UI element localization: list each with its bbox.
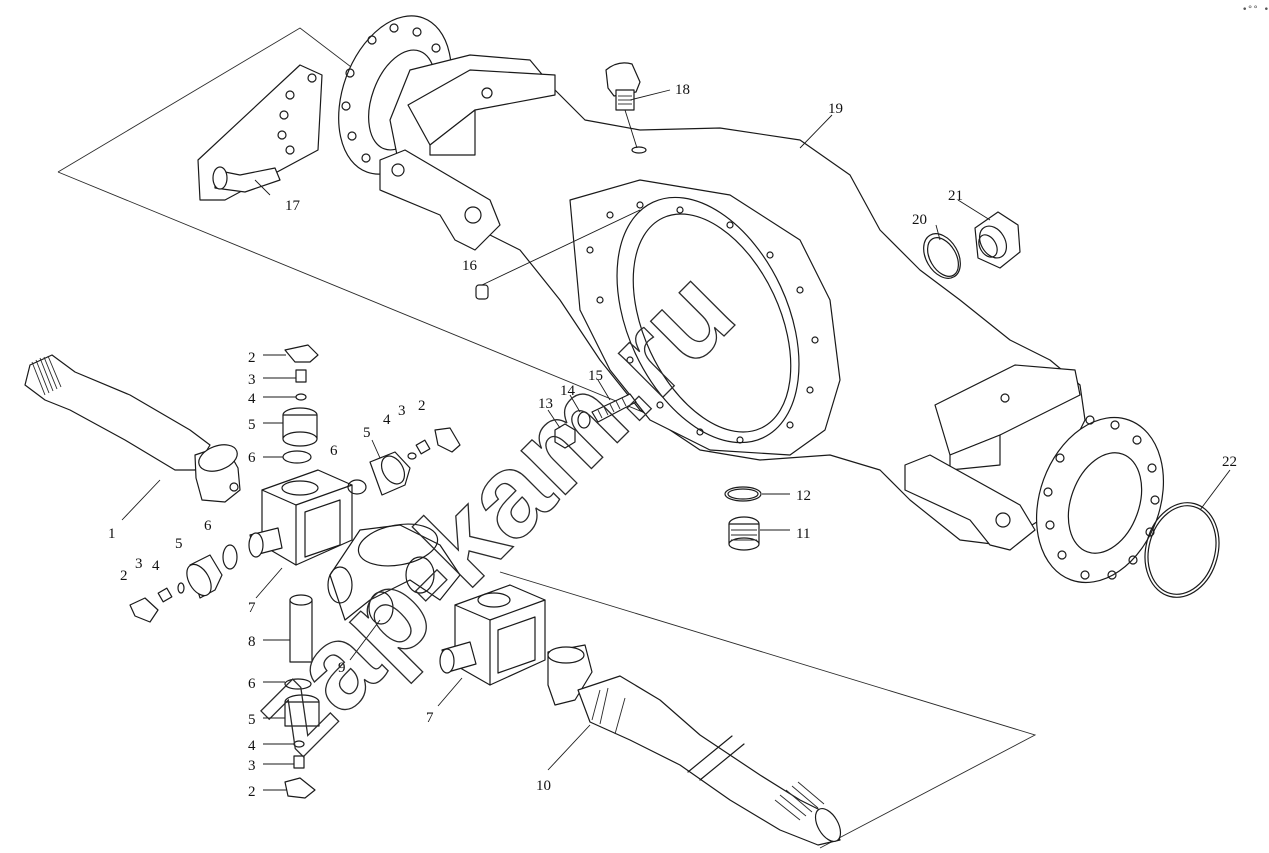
label-5-top: 5 <box>248 417 256 433</box>
o-ring-12 <box>724 486 762 502</box>
label-3-top: 3 <box>248 372 256 388</box>
label-6-left: 6 <box>204 518 212 534</box>
label-5-bottom: 5 <box>248 712 256 728</box>
seal-ring-20 <box>923 233 961 279</box>
label-4-right: 4 <box>383 412 391 428</box>
label-2-right: 2 <box>418 398 426 414</box>
label-2-bottom: 2 <box>248 784 256 800</box>
drain-plug-11 <box>728 516 760 551</box>
label-19: 19 <box>828 101 843 117</box>
label-13: 13 <box>538 396 553 412</box>
label-8: 8 <box>248 634 256 650</box>
plug-21 <box>974 211 1021 269</box>
label-2-left: 2 <box>120 568 128 584</box>
label-10: 10 <box>536 778 551 794</box>
universal-joint-left <box>129 344 461 799</box>
label-3-left: 3 <box>135 556 143 572</box>
label-14: 14 <box>560 383 576 399</box>
o-ring-22 <box>1144 502 1220 598</box>
mounting-plate-17 <box>197 64 323 201</box>
label-20: 20 <box>912 212 927 228</box>
label-3-right: 3 <box>398 403 406 419</box>
label-7-right: 7 <box>426 710 434 726</box>
axle-shaft-10 <box>547 644 842 846</box>
stud-nut-13-14-15 <box>554 393 637 449</box>
label-22: 22 <box>1222 454 1237 470</box>
corner-mark: •°° ••• <box>1242 5 1269 15</box>
axle-shaft-1 <box>24 354 241 503</box>
label-11: 11 <box>796 526 810 542</box>
label-2-top: 2 <box>248 350 256 366</box>
label-16: 16 <box>462 258 478 274</box>
leader-lines <box>121 89 1231 791</box>
part-number-labels: 1 2 3 4 5 6 6 5 4 3 2 6 5 4 3 2 7 8 6 5 … <box>108 82 1237 800</box>
label-4-bottom: 4 <box>248 738 256 754</box>
label-5-left: 5 <box>175 536 183 552</box>
label-17: 17 <box>285 198 301 214</box>
universal-joint-right <box>327 523 546 686</box>
label-4-left: 4 <box>152 558 160 574</box>
label-6-right: 6 <box>330 443 338 459</box>
label-3-bottom: 3 <box>248 758 256 774</box>
label-1: 1 <box>108 526 116 542</box>
bolt-18 <box>605 62 647 154</box>
label-4-top: 4 <box>248 391 256 407</box>
pin-16 <box>475 209 641 300</box>
label-6-bottom: 6 <box>248 676 256 692</box>
label-7-left: 7 <box>248 600 256 616</box>
label-6-top: 6 <box>248 450 256 466</box>
label-5-right: 5 <box>363 425 371 441</box>
label-15: 15 <box>588 368 603 384</box>
label-18: 18 <box>675 82 690 98</box>
label-21: 21 <box>948 188 963 204</box>
label-9: 9 <box>338 660 346 676</box>
label-12: 12 <box>796 488 811 504</box>
axle-housing <box>338 15 1165 584</box>
